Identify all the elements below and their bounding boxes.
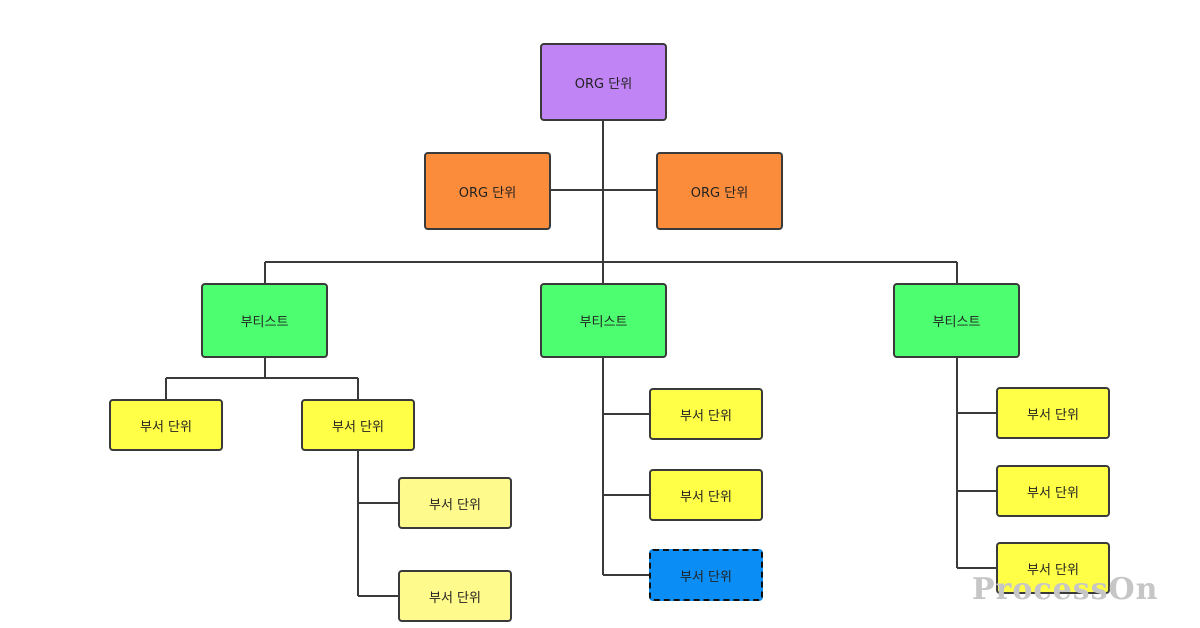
node-dept-l2-b[interactable]: 부서 단위 bbox=[398, 570, 512, 622]
node-dept-l1[interactable]: 부서 단위 bbox=[109, 399, 223, 451]
node-dept-c1[interactable]: 부서 단위 bbox=[649, 388, 763, 440]
node-dept-r1[interactable]: 부서 단위 bbox=[996, 387, 1110, 439]
node-org-right[interactable]: ORG 단위 bbox=[656, 152, 783, 230]
node-root[interactable]: ORG 단위 bbox=[540, 43, 667, 121]
node-dept-l2-a[interactable]: 부서 단위 bbox=[398, 477, 512, 529]
node-dept-r2[interactable]: 부서 단위 bbox=[996, 465, 1110, 517]
node-boost-right[interactable]: 부티스트 bbox=[893, 283, 1020, 358]
node-boost-left[interactable]: 부티스트 bbox=[201, 283, 328, 358]
node-dept-r3[interactable]: 부서 단위 bbox=[996, 542, 1110, 594]
node-org-left[interactable]: ORG 단위 bbox=[424, 152, 551, 230]
node-dept-c3-selected[interactable]: 부서 단위 bbox=[649, 549, 763, 601]
node-dept-l2[interactable]: 부서 단위 bbox=[301, 399, 415, 451]
node-boost-center[interactable]: 부티스트 bbox=[540, 283, 667, 358]
processon-watermark: ProcessOn bbox=[972, 572, 1159, 607]
node-dept-c2[interactable]: 부서 단위 bbox=[649, 469, 763, 521]
